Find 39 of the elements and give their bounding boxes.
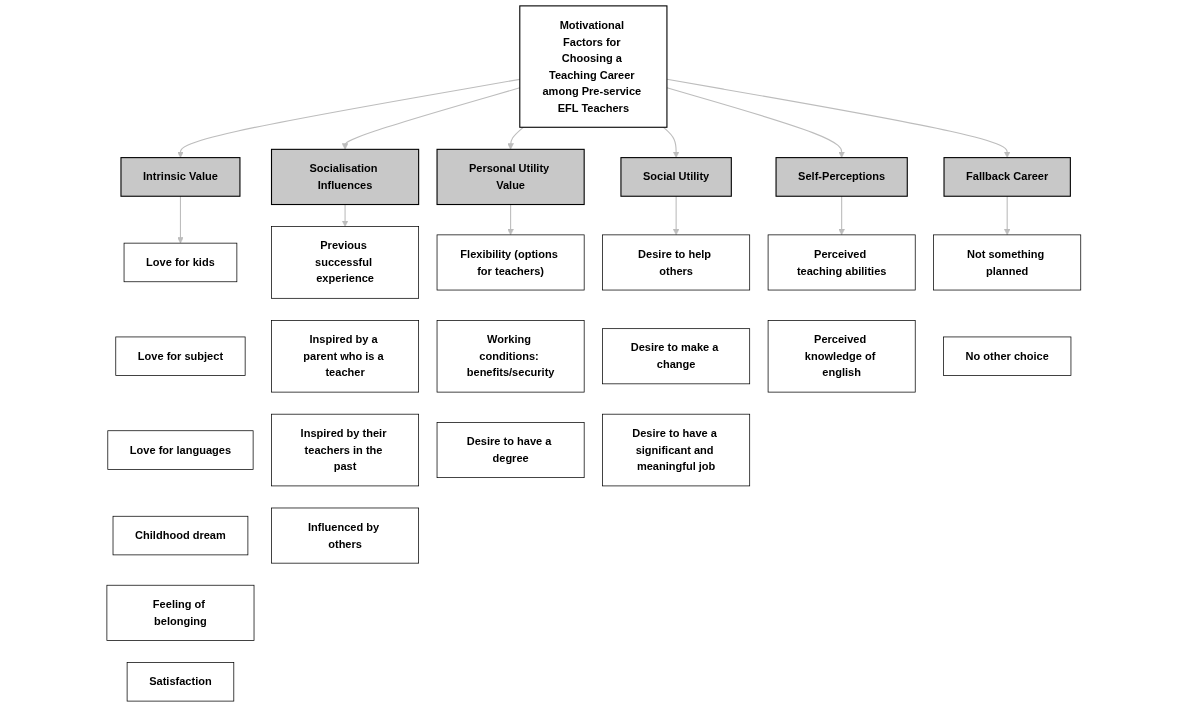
node-box: Perceived teaching abilities [767,234,916,291]
node-box: Perceived knowledge of english [767,320,916,393]
arrow [666,87,845,158]
node-box: Love for kids [123,242,237,283]
node-box: Childhood dream [112,515,248,556]
node-box: Desire to make a change [601,328,750,385]
arrow [176,78,520,158]
arrow [1003,195,1011,236]
node-box: Intrinsic Value [120,157,241,197]
node-box: Love for languages [107,430,254,470]
arrow [838,195,845,236]
node-box: No other choice [942,336,1071,376]
node-box: Desire to have a degree [436,422,585,478]
node-box: Inspired by a parent who is a teacher [270,320,419,393]
arrow [672,195,680,236]
node-box: Motivational Factors for Choosing a Teaching Career among Pre-service EFL Teachers [518,5,668,128]
node-box: Inspired by their teachers in the past [270,413,419,487]
arrow [341,203,348,227]
arrow [666,78,1011,158]
arrow [662,126,680,158]
node-box: Fallback Career [943,157,1071,197]
arrow [341,87,520,150]
node-box: Satisfaction [126,662,234,702]
node-box: Flexibility (options for teachers) [436,234,585,291]
node-box: Love for subject [115,336,246,376]
node-box: Personal Utility Value [436,148,585,206]
arrow [507,126,524,150]
node-box: Socialisation Influences [270,148,419,206]
arrow [176,195,184,244]
node-box: Influenced by others [270,507,419,564]
node-box: Desire to have a significant and meaningful job [601,413,750,487]
node-box: Feeling of belonging [106,584,255,641]
node-box: Not something planned [932,234,1081,291]
arrow [507,203,514,236]
node-box: Previous successful experience [270,226,419,299]
node-box: Self-Perceptions [775,157,908,197]
node-box: Working conditions: benefits/security [436,320,585,393]
node-box: Desire to help others [601,234,750,291]
node-box: Social Utility [620,157,732,197]
